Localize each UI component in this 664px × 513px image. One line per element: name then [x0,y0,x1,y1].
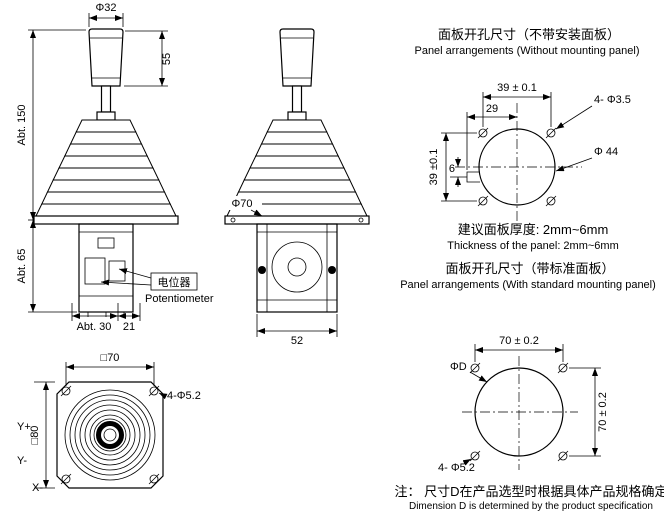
dim-flange-holes: 4-Φ5.2 [167,390,201,402]
thickness-note-en: Thickness of the panel: 2mm~6mm [447,240,619,252]
panel-with-title-cn: 面板开孔尺寸（带标准面板） [445,261,614,276]
axis-y-plus: Y+ [17,421,31,433]
dim-55: 55 [161,53,173,65]
dim-abt30: Abt. 30 [77,321,112,333]
note-cn: 注： 尺寸D在产品选型时根据具体产品规格确定 [394,484,664,499]
cutout-circle-d [474,367,564,457]
cutout-circle [478,128,556,206]
dim-6: 6 [449,163,455,175]
side-view-drawing: Φ32 55 Abt. 150 Abt. 65 电位器 Potentiomete… [16,2,214,333]
dim-39-v: 39 ±0.1 [428,149,440,186]
dim-sq80: □80 [29,426,41,445]
dim-holes-5-2: 4- Φ5.2 [438,462,475,474]
joystick-handle-bellows [226,28,368,217]
mounting-holes [469,362,569,462]
gear-circle [271,241,323,293]
mounting-holes [477,127,557,207]
body-housing [256,223,338,313]
panel-without-title-en: Panel arrangements (Without mounting pan… [414,45,639,57]
bottom-view-drawing: □70 □80 4-Φ5.2 Y+ Y- X- [17,352,201,494]
dim-sq70: □70 [101,352,120,364]
potentiometer-label-cn: 电位器 [158,275,191,289]
dim-phi-d: ΦD [450,361,467,373]
dim-21: 21 [123,321,135,333]
bellows-rings [64,389,156,481]
flange-holes [60,385,160,485]
keyway-notch [466,171,480,183]
panel-arrangement-with: 面板开孔尺寸（带标准面板） Panel arrangements (With s… [394,261,664,512]
dim-52: 52 [291,335,303,347]
axis-y-minus: Y- [17,455,27,467]
note-en: Dimension D is determined by the product… [409,501,653,512]
dim-phi32: Φ32 [95,2,116,14]
mounting-plate [224,215,370,225]
joystick-handle-bellows [35,28,177,217]
side-screw-left [258,266,266,274]
front-view-drawing: Φ70 52 [224,28,370,347]
potentiometer-label-box [150,272,198,291]
dim-holes-3-5: 4- Φ3.5 [594,94,631,106]
potentiometer-label-en: Potentiometer [145,293,214,305]
dim-abt65: Abt. 65 [16,249,28,284]
dim-39-h: 39 ± 0.1 [497,82,537,94]
panel-with-title-en: Panel arrangements (With standard mounti… [400,279,656,291]
potentiometer-right [108,260,126,282]
potentiometer-left [84,257,106,285]
dim-70-v: 70 ± 0.2 [597,392,609,432]
axis-x-minus: X- [32,482,43,494]
dim-70-h: 70 ± 0.2 [499,335,539,347]
panel-arrangement-without: 面板开孔尺寸（不带安装面板） Panel arrangements (Witho… [414,27,639,252]
panel-without-title-cn: 面板开孔尺寸（不带安装面板） [438,27,620,42]
dim-abt150: Abt. 150 [16,105,28,146]
thickness-note-cn: 建议面板厚度: 2mm~6mm [458,222,609,237]
flange-square [56,381,164,489]
dim-phi44: Φ 44 [594,146,618,158]
side-screw-right [328,266,336,274]
mounting-plate [33,215,179,225]
dim-phi70: Φ70 [231,198,252,210]
dim-29: 29 [486,103,498,115]
